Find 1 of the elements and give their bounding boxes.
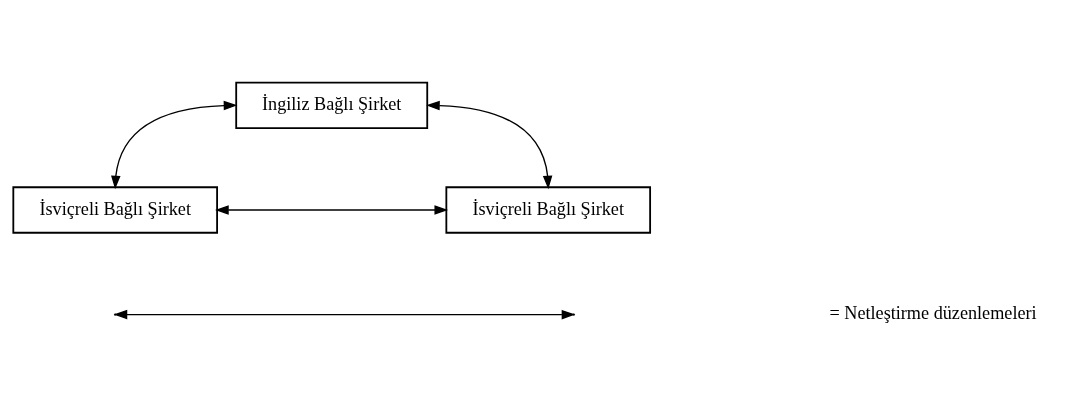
legend-label: = Netleştirme düzenlemeleri	[829, 303, 1037, 324]
